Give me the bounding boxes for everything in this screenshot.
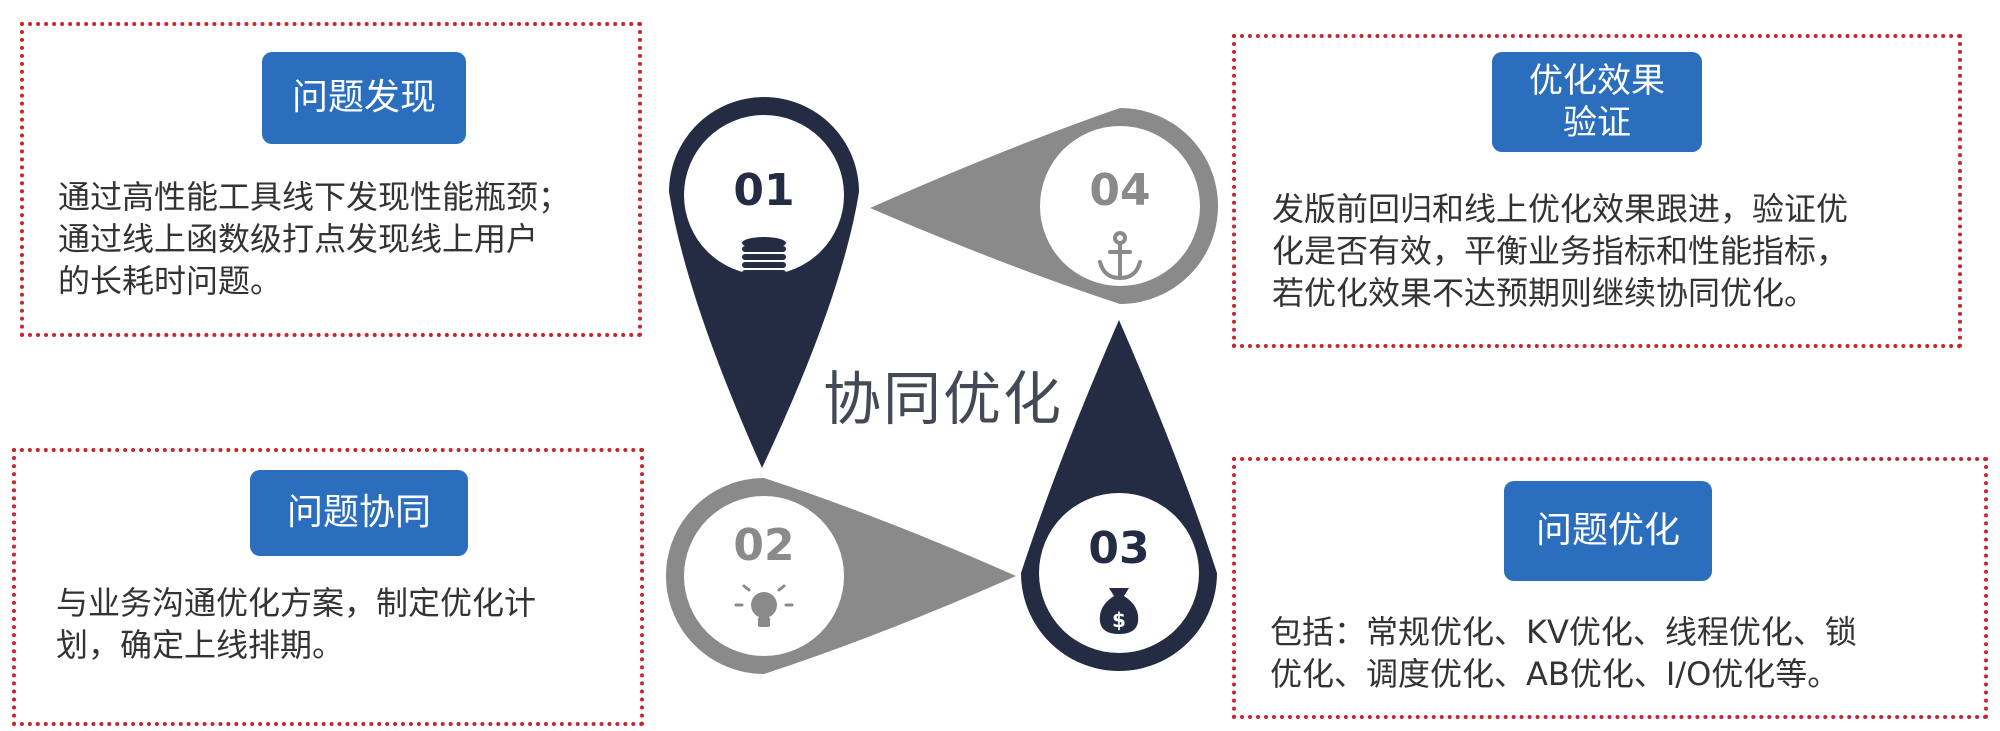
database-icon bbox=[742, 237, 786, 276]
card-optimization-verification: 优化效果 验证 发版前回归和线上优化效果跟进，验证优 化是否有效，平衡业务指标和… bbox=[1232, 34, 1962, 348]
label-problem-collaboration: 问题协同 bbox=[250, 470, 468, 556]
label-optimization-verification: 优化效果 验证 bbox=[1492, 52, 1702, 152]
svg-text:$: $ bbox=[1112, 608, 1126, 632]
step-01-number: 01 bbox=[733, 165, 794, 216]
step-01-pin: 01 bbox=[669, 97, 859, 468]
card-problem-optimization: 问题优化 包括：常规优化、KV优化、线程优化、锁 优化、调度优化、AB优化、I/… bbox=[1232, 457, 1988, 719]
label-problem-optimization: 问题优化 bbox=[1504, 481, 1712, 581]
desc-problem-collaboration: 与业务沟通优化方案，制定优化计 划，确定上线排期。 bbox=[56, 584, 537, 664]
money-bag-icon: $ bbox=[1099, 588, 1139, 634]
step-02-pin: 02 bbox=[666, 478, 1016, 674]
desc-optimization-verification: 发版前回归和线上优化效果跟进，验证优 化是否有效，平衡业务指标和性能指标， 若优… bbox=[1272, 190, 1849, 312]
label-problem-discovery: 问题发现 bbox=[262, 52, 466, 144]
step-04-pin: 04 bbox=[870, 108, 1218, 304]
desc-problem-optimization: 包括：常规优化、KV优化、线程优化、锁 优化、调度优化、AB优化、I/O优化等。 bbox=[1270, 613, 1857, 693]
anchor-icon bbox=[1098, 231, 1142, 281]
center-title: 协同优化 bbox=[823, 365, 1064, 433]
step-03-number: 03 bbox=[1088, 523, 1149, 574]
desc-problem-discovery: 通过高性能工具线下发现性能瓶颈； 通过线上函数级打点发现线上用户 的长耗时问题。 bbox=[58, 178, 571, 300]
lightbulb-icon bbox=[734, 584, 794, 627]
step-03-pin: 03 $ bbox=[1021, 320, 1217, 671]
step-04-number: 04 bbox=[1089, 165, 1150, 216]
card-problem-discovery: 问题发现 通过高性能工具线下发现性能瓶颈； 通过线上函数级打点发现线上用户 的长… bbox=[20, 22, 642, 337]
step-02-number: 02 bbox=[733, 520, 794, 571]
card-problem-collaboration: 问题协同 与业务沟通优化方案，制定优化计 划，确定上线排期。 bbox=[12, 448, 644, 726]
